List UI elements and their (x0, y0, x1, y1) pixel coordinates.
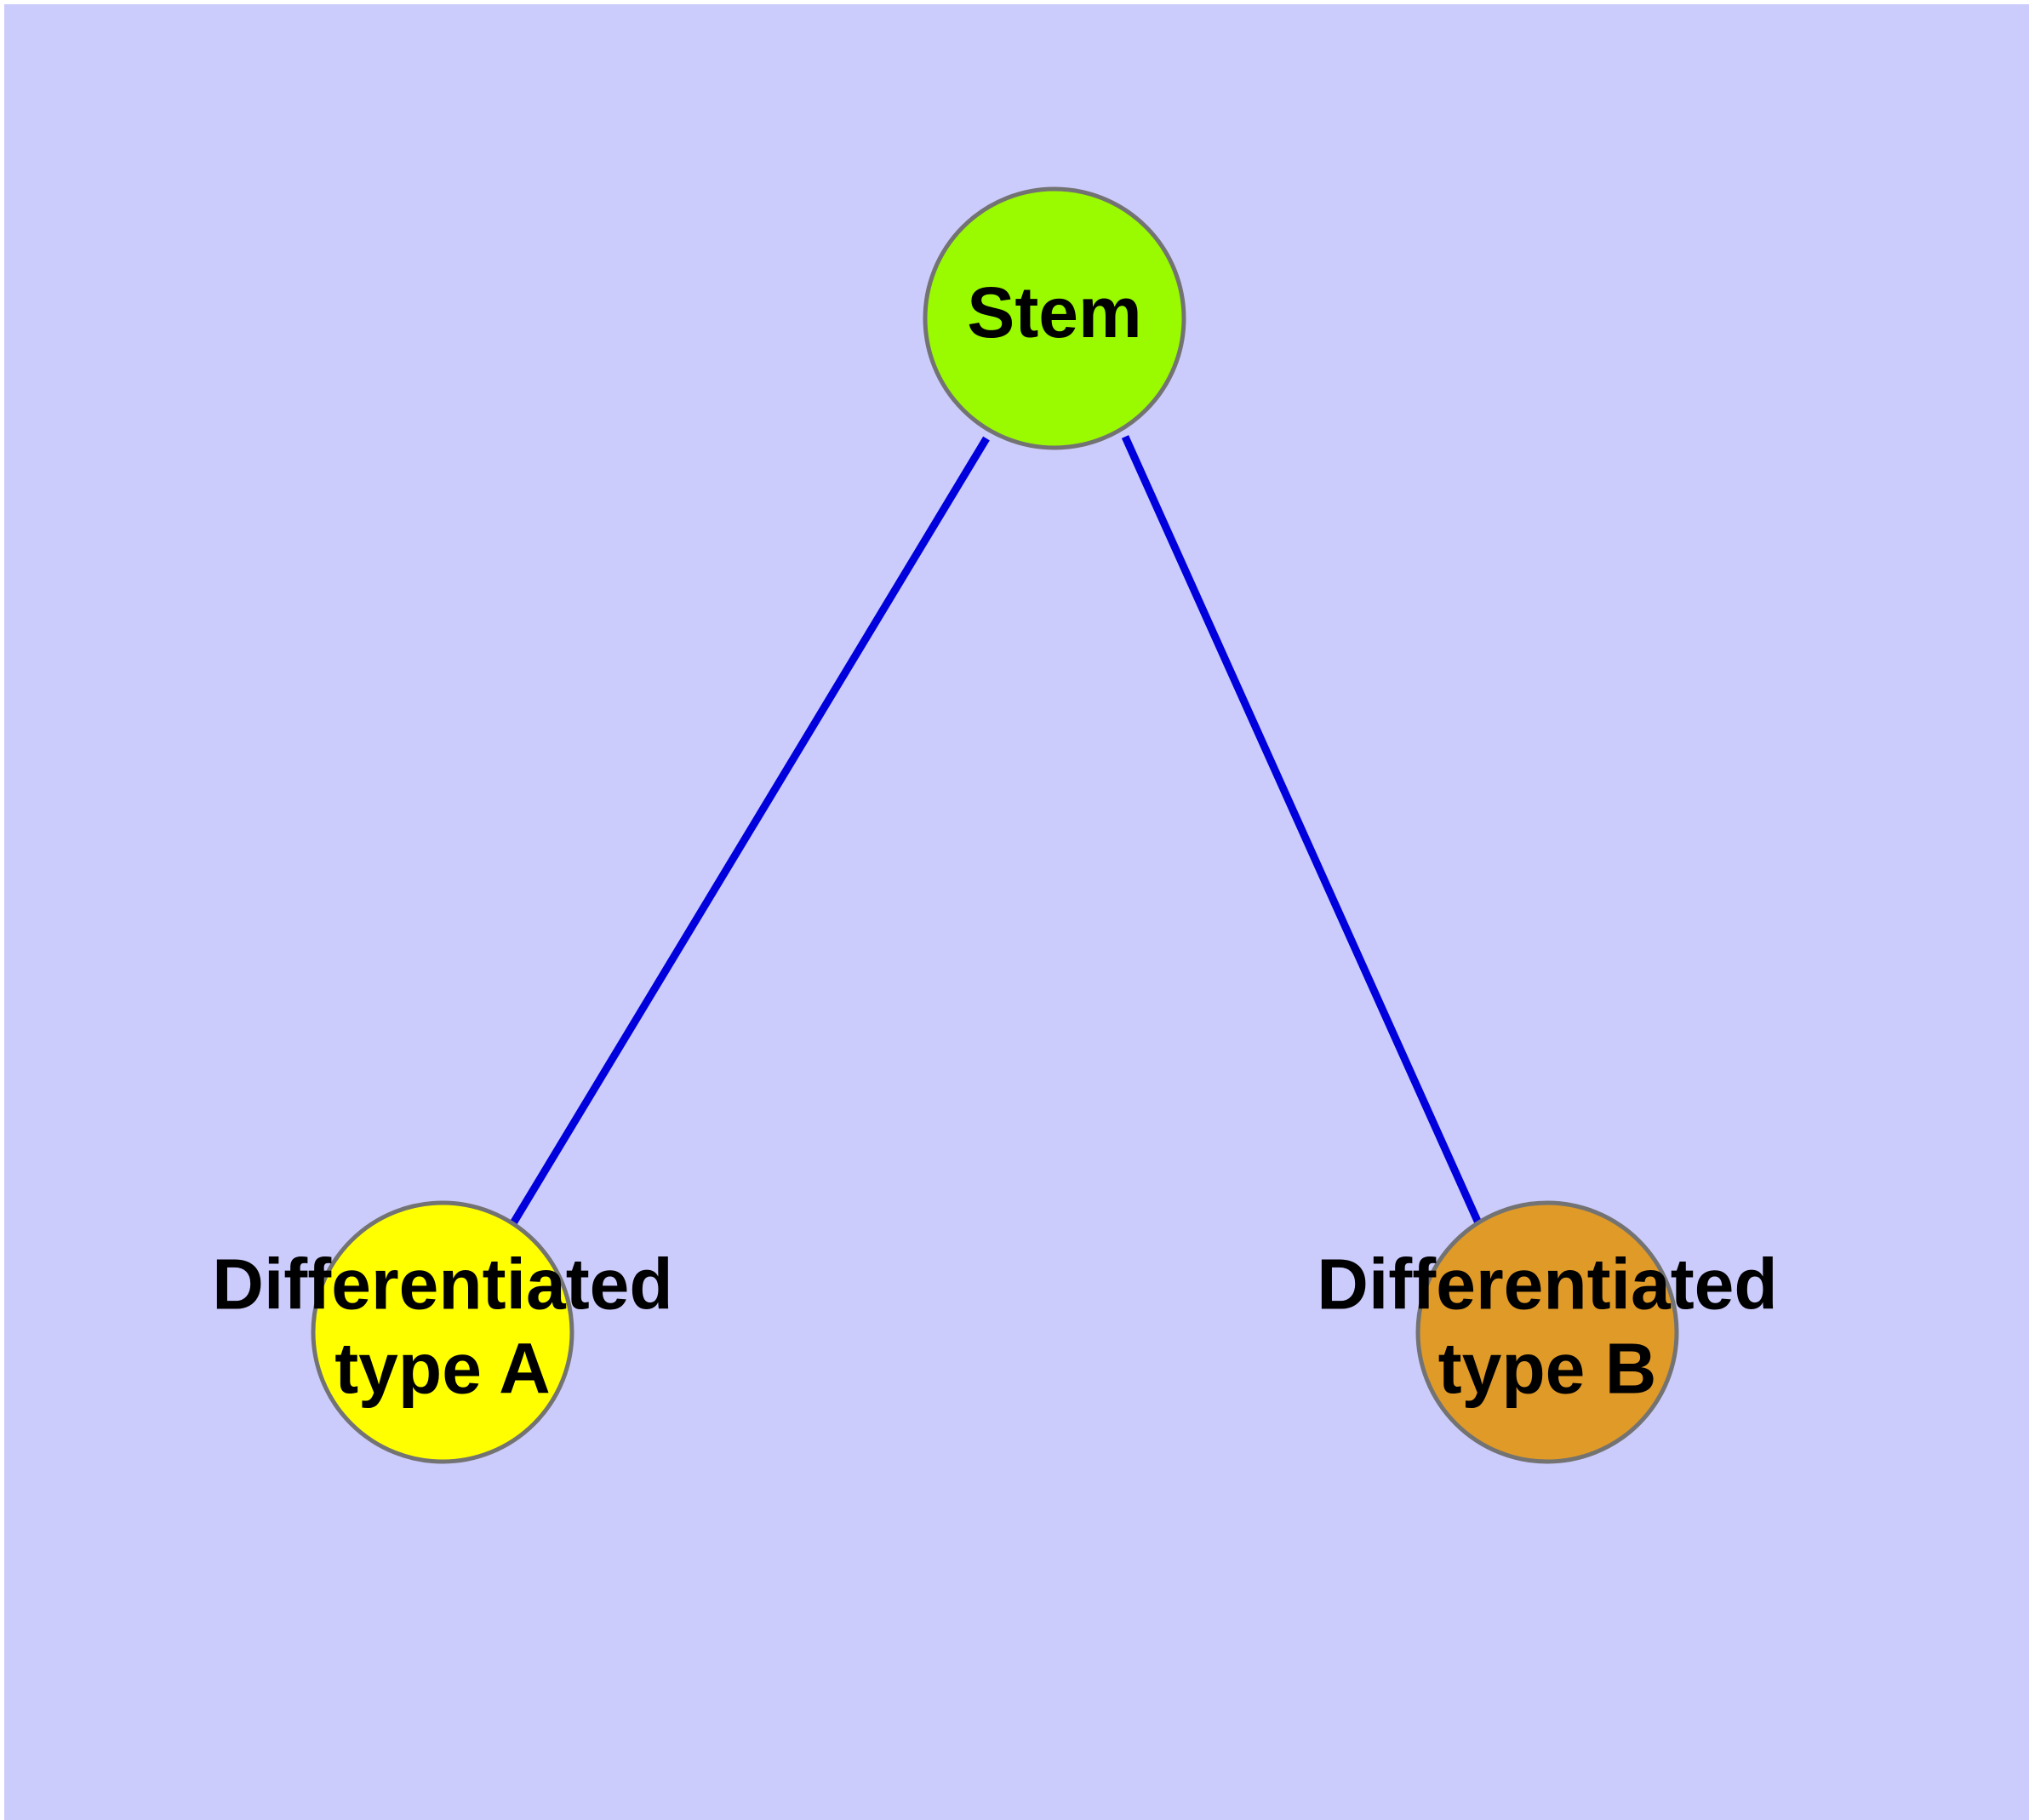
graph-edge-stem-to-b[interactable] (1121, 435, 1484, 1228)
graph-node-label-line: Differentiated (1317, 1245, 1777, 1325)
nodes-layer (311, 186, 1679, 1464)
graph-node-label-line: type B (1438, 1329, 1657, 1409)
graph-node-diff-b[interactable] (1415, 1200, 1679, 1464)
graph-node-diff-a[interactable] (311, 1200, 574, 1464)
edges-layer (510, 435, 1484, 1228)
graph-node-stem[interactable] (923, 186, 1186, 450)
graph-edge-stem-to-a[interactable] (510, 436, 990, 1226)
graph-node-label-line: Stem (967, 272, 1141, 352)
graph-node-label-stem: Stem (967, 272, 1141, 352)
graph-node-label-line: type A (334, 1329, 551, 1409)
graph-node-label-line: Differentiated (212, 1245, 672, 1325)
